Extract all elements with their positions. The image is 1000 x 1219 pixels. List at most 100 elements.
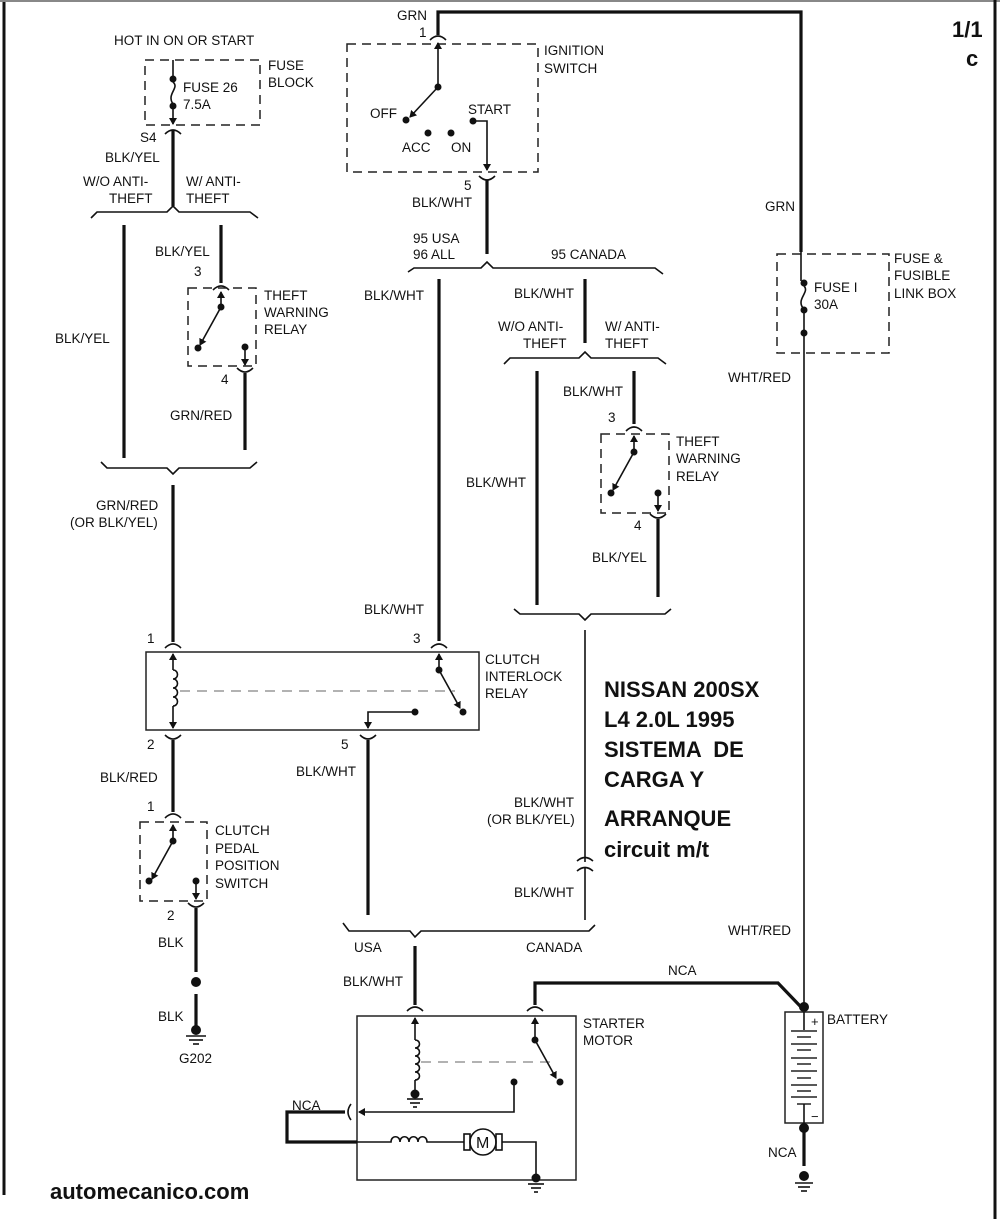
battery-plus: +: [811, 1014, 819, 1029]
motor-symbol: M: [476, 1135, 489, 1152]
ignition-pos-on: ON: [451, 140, 471, 155]
ignition-pos-off: OFF: [370, 106, 397, 121]
ground-g202-label: G202: [179, 1051, 212, 1066]
battery-ground-icon: [795, 1171, 813, 1192]
theft-relay-left-pin3: 3: [194, 264, 202, 279]
split-w-antitheft-2: THEFT: [186, 191, 230, 206]
canada-split-brace: [503, 350, 667, 365]
split-wo-antitheft-2: THEFT: [109, 191, 153, 206]
wire-label-blk-yel-relay: BLK/YEL: [155, 244, 210, 259]
fuse-block-supply: HOT IN ON OR START: [114, 33, 254, 48]
theft-relay-right-pin3: 3: [608, 410, 616, 425]
title-line-4: CARGA Y: [604, 767, 705, 792]
cpps-name-1: CLUTCH: [215, 823, 270, 838]
title-line-5: ARRANQUE: [604, 806, 731, 831]
starter-motor: STARTER MOTOR M: [347, 1006, 645, 1193]
battery: BATTERY + −: [784, 1002, 888, 1133]
connector-s4: S4: [140, 130, 157, 145]
inline-connector-icon: [576, 856, 594, 872]
wire-label-wht-red-2: WHT/RED: [728, 923, 791, 938]
wire-label-grn-right: GRN: [765, 199, 795, 214]
title-line-2: L4 2.0L 1995: [604, 707, 734, 732]
wire-label-blk-red: BLK/RED: [100, 770, 158, 785]
split-95usa-1: 95 USA: [413, 231, 460, 246]
left-merge-brace: [100, 461, 258, 476]
fuse-fusible-link-box: FUSE & FUSIBLE LINK BOX FUSE I 30A: [776, 251, 956, 354]
left-split-brace: [90, 204, 259, 219]
wire-label-blk-wht-canada-wo: BLK/WHT: [466, 475, 526, 490]
theft-relay-right-pin4: 4: [634, 518, 642, 533]
cpps-pin1: 1: [147, 799, 155, 814]
fuse-block: HOT IN ON OR START FUSE BLOCK FUSE 26 7.…: [114, 33, 314, 145]
fuse-link-name-1: FUSE &: [894, 251, 943, 266]
ignition-name-2: SWITCH: [544, 61, 597, 76]
canada-split-wo-1: W/O ANTI-: [498, 319, 563, 334]
wire-label-nca-loop: NCA: [292, 1098, 321, 1113]
cir-name-3: RELAY: [485, 686, 528, 701]
fuse-link-name-3: LINK BOX: [894, 286, 956, 301]
ignition-pin5: 5: [464, 178, 472, 193]
fuse-26-rating: 7.5A: [183, 97, 211, 112]
cir-name-2: INTERLOCK: [485, 669, 562, 684]
wire-nca-battery: [533, 981, 803, 1009]
cir-pin3: 3: [413, 631, 421, 646]
wire-label-blk-wht-ignition: BLK/WHT: [412, 195, 472, 210]
title-line-3: SISTEMA DE: [604, 737, 744, 762]
bottom-merge-usa: USA: [354, 940, 382, 955]
split-w-antitheft-1: W/ ANTI-: [186, 174, 241, 189]
ignition-switch: 1 IGNITION SWITCH OFF ACC ON START 5: [346, 25, 604, 193]
fuse-block-name-2: BLOCK: [268, 75, 314, 90]
starter-name-2: MOTOR: [583, 1033, 633, 1048]
center-split-brace: [407, 260, 664, 275]
wire-label-blk-1: BLK: [158, 935, 184, 950]
ignition-pos-start: START: [468, 102, 511, 117]
fuse-26-label: FUSE 26: [183, 80, 238, 95]
wire-label-canada-merged-2: (OR BLK/YEL): [487, 812, 575, 827]
fuse-link-name-2: FUSIBLE: [894, 268, 950, 283]
bottom-merge-brace: [342, 922, 596, 939]
canada-split-w-1: W/ ANTI-: [605, 319, 660, 334]
wire-label-blk-2: BLK: [158, 1009, 184, 1024]
fuse-i-label: FUSE I: [814, 280, 858, 295]
theft-warning-relay-left: 3 THEFT WARNING RELAY 4: [187, 264, 329, 387]
title-line-6: circuit m/t: [604, 837, 710, 862]
ground-g202-icon: [186, 1025, 206, 1045]
canada-split-wo-2: THEFT: [523, 336, 567, 351]
bottom-merge-canada: CANADA: [526, 940, 582, 955]
wire-label-blk-yel-left: BLK/YEL: [55, 331, 110, 346]
theft-relay-right-name-2: WARNING: [676, 451, 741, 466]
fuse-block-name-1: FUSE: [268, 58, 304, 73]
battery-minus: −: [811, 1109, 819, 1124]
wire-label-blk-yel: BLK/YEL: [105, 150, 160, 165]
wire-label-nca-ground: NCA: [768, 1145, 797, 1160]
split-wo-antitheft-1: W/O ANTI-: [83, 174, 148, 189]
fuse-i-rating: 30A: [814, 297, 838, 312]
diagram-title: NISSAN 200SX L4 2.0L 1995 SISTEMA DE CAR…: [604, 677, 760, 862]
theft-relay-right-name-3: RELAY: [676, 469, 719, 484]
splice-dot: [191, 977, 201, 987]
cpps-pin2: 2: [167, 908, 175, 923]
wire-label-grn-red-merged-1: GRN/RED: [96, 498, 159, 513]
cir-pin1: 1: [147, 631, 155, 646]
battery-label: BATTERY: [827, 1012, 888, 1027]
wire-nca-starter-loop: [285, 1110, 357, 1144]
theft-warning-relay-right: 3 THEFT WARNING RELAY 4: [600, 410, 741, 533]
wire-label-blk-wht-starter: BLK/WHT: [343, 974, 403, 989]
theft-relay-left-name-3: RELAY: [264, 322, 307, 337]
theft-relay-left-name-1: THEFT: [264, 288, 308, 303]
theft-relay-right-name-1: THEFT: [676, 434, 720, 449]
cpps-name-4: SWITCH: [215, 876, 268, 891]
fuse-i-icon: [800, 285, 807, 309]
split-95usa-2: 96 ALL: [413, 247, 456, 262]
theft-relay-left-name-2: WARNING: [264, 305, 329, 320]
relay-coil-icon: [172, 669, 179, 707]
cpps-name-3: POSITION: [215, 858, 280, 873]
fuse-26-icon: [170, 81, 176, 105]
solenoid-coil-icon: [414, 1039, 421, 1081]
clutch-pedal-position-switch: 1 CLUTCH PEDAL POSITION SWITCH 2: [139, 799, 280, 923]
ignition-name-1: IGNITION: [544, 43, 604, 58]
split-95canada: 95 CANADA: [551, 247, 626, 262]
page-number: 1/1: [952, 17, 983, 42]
wire-label-wht-red-1: WHT/RED: [728, 370, 791, 385]
